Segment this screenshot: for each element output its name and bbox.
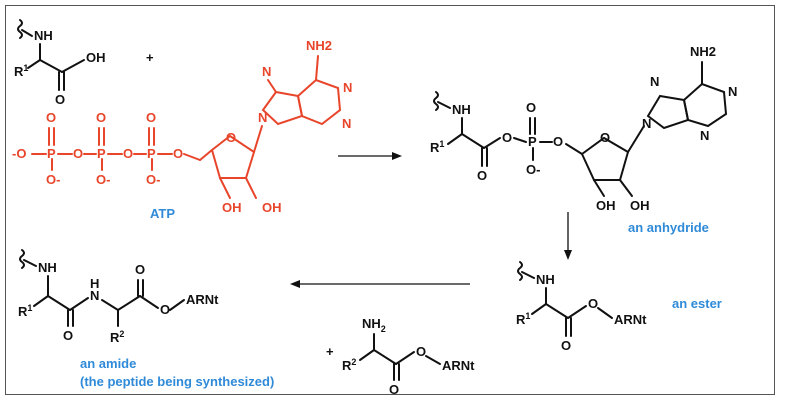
caption-amide: an amide: [80, 356, 136, 371]
nitrogen-label: N: [642, 116, 651, 131]
oh-label: OH: [86, 50, 106, 65]
ester-oxygen-label: O: [416, 344, 426, 359]
hydroxyl-label: OH: [222, 200, 242, 215]
plus-sign: +: [326, 344, 334, 359]
nh-label: NH: [38, 260, 57, 275]
nh2-label: NH2: [690, 44, 716, 59]
carbonyl-o-label: O: [135, 262, 145, 277]
o-sub-label: O-: [526, 162, 540, 177]
nitrogen-label: N: [650, 74, 659, 89]
ester-oxygen-label: O: [588, 296, 598, 311]
carbonyl-o-label: O: [389, 382, 399, 397]
oxygen-label: O: [123, 146, 133, 161]
nitrogen-label: N: [258, 110, 267, 125]
arnt-label: ARNt: [186, 292, 219, 307]
amino-acid: NH R1 OH O: [14, 19, 106, 107]
arnt-label: ARNt: [614, 312, 647, 327]
o-minus-label: -O: [12, 146, 26, 161]
nitrogen-label: N: [728, 84, 737, 99]
nh-label: NH: [536, 272, 555, 287]
ester-oxygen-label: O: [160, 302, 170, 317]
o-sub-label: O-: [46, 172, 60, 187]
aminoacyl-trna: NH2 R2 O O ARNt: [342, 316, 475, 397]
nh2-label: NH2: [306, 38, 332, 53]
r2-label: R2: [342, 357, 356, 373]
caption-atp: ATP: [150, 206, 175, 221]
r1-label: R1: [18, 303, 32, 319]
amide-h-label: H: [90, 276, 99, 291]
arrowhead-icon: [392, 152, 402, 160]
o-sub-label: O-: [96, 172, 110, 187]
carbonyl-o-label: O: [63, 328, 73, 343]
phosphorus-label: P: [528, 134, 537, 149]
phosphorus-label: P: [47, 146, 56, 161]
nh-label: NH: [34, 28, 53, 43]
oxygen-label: O: [526, 100, 536, 115]
nh2-label: NH2: [362, 316, 386, 334]
anhydride-molecule: NH R1 O O P O O- O O OH OH: [430, 44, 737, 213]
r1-label: R1: [516, 311, 530, 327]
carbonyl-o-label: O: [561, 338, 571, 353]
arrowhead-icon: [564, 250, 572, 260]
oxygen-label: O: [173, 146, 183, 161]
dipeptide-molecule: NH R1 O N H R2 O O ARNt: [18, 249, 219, 345]
oxygen-label: O: [553, 134, 563, 149]
oxygen-label: O: [96, 110, 106, 125]
arrowhead-icon: [290, 280, 300, 288]
nitrogen-label: N: [262, 64, 271, 79]
phosphorus-label: P: [97, 146, 106, 161]
caption-anhydride: an anhydride: [628, 220, 709, 235]
ring-oxygen-label: O: [600, 130, 610, 145]
phosphorus-label: P: [147, 146, 156, 161]
nitrogen-label: N: [343, 80, 352, 95]
caption-ester: an ester: [672, 296, 722, 311]
amide-n-label: N: [90, 288, 99, 303]
oxygen-label: O: [73, 146, 83, 161]
bridge-oxygen-label: O: [502, 130, 512, 145]
plus-sign: +: [146, 50, 154, 65]
r1-label: R1: [14, 63, 28, 79]
nitrogen-label: N: [700, 128, 709, 143]
o-sub-label: O-: [146, 172, 160, 187]
oxygen-label: O: [146, 110, 156, 125]
hydroxyl-label: OH: [262, 200, 282, 215]
r1-label: R1: [430, 139, 444, 155]
nitrogen-label: N: [342, 116, 351, 131]
carbonyl-o-label: O: [55, 92, 65, 107]
hydroxyl-label: OH: [596, 198, 616, 213]
ring-oxygen-label: O: [226, 130, 236, 145]
r2-label: R2: [110, 329, 124, 345]
arnt-label: ARNt: [442, 358, 475, 373]
oxygen-label: O: [46, 110, 56, 125]
hydroxyl-label: OH: [630, 198, 650, 213]
figure-border: [5, 5, 775, 395]
atp-molecule: -O P O O- O P O O- O P O O-: [12, 38, 352, 215]
nh-label: NH: [452, 102, 471, 117]
caption-amide-note: (the peptide being synthesized): [80, 374, 274, 389]
ester-molecule: NH R1 O O ARNt: [516, 261, 647, 353]
carbonyl-o-label: O: [477, 168, 487, 183]
